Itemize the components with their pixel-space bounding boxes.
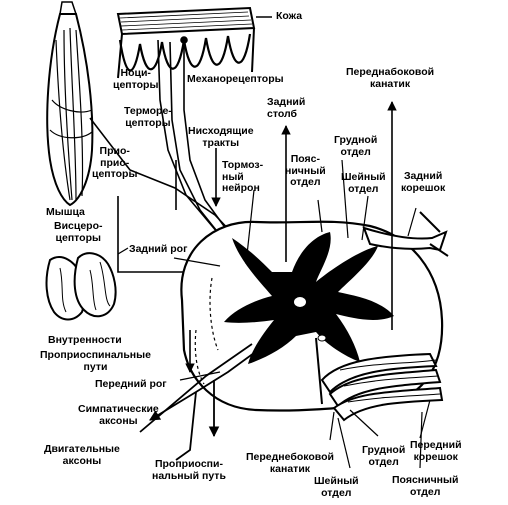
label-sympathetic-axons: Симпатические аксоны: [78, 403, 159, 427]
label-thoracic-bottom: Грудной отдел: [362, 444, 406, 468]
label-ventral-root: Передний корешок: [410, 439, 462, 463]
ventral-root-ribbons: [320, 352, 444, 422]
label-thermoreceptors: Терморе- цепторы: [124, 105, 172, 129]
label-cervical-top: Шейный отдел: [341, 171, 386, 195]
label-cervical-bottom: Шейный отдел: [314, 475, 359, 499]
label-descending-tracts: Нисходящие тракты: [188, 125, 254, 149]
label-visceroceptors: Висцеро- цепторы: [54, 220, 103, 244]
label-lumbar-bottom: Поясничный отдел: [392, 474, 459, 498]
ventral-axons: [139, 343, 259, 461]
label-propriospinal-path: Проприоспи- нальный путь: [152, 458, 226, 482]
label-dorsal-root: Задний корешок: [401, 170, 446, 194]
label-inhibitory-neuron: Тормоз- ный нейрон: [222, 159, 264, 194]
label-nociceptors: Ноци- цепторы: [113, 67, 159, 91]
label-propriospinal-paths: Проприоспинальные пути: [40, 349, 151, 373]
label-motor-axons: Двигательные аксоны: [44, 443, 120, 467]
label-anterolateral-funiculus-bottom: Переднебоковой канатик: [246, 451, 334, 475]
leader-lines: [117, 159, 431, 469]
muscle-drawing: [46, 1, 94, 207]
label-dorsal-column: Задний столб: [267, 96, 306, 120]
label-thoracic-top: Грудной отдел: [334, 134, 378, 158]
dorsal-root: [362, 211, 449, 257]
long-tract-arrows: [175, 101, 397, 373]
label-mechanoreceptors: Механорецепторы: [187, 73, 284, 85]
label-proprioceptors: Прио- прио- цепторы: [92, 145, 138, 180]
skin-block: [116, 6, 272, 79]
viscera-drawing: [45, 252, 117, 321]
label-skin: Кожа: [276, 10, 303, 22]
label-lumbar-top: Пояс- ничный отдел: [285, 153, 326, 188]
label-dorsal-horn: Задний рог: [129, 243, 188, 255]
label-ventral-horn: Передний рог: [95, 378, 167, 390]
label-anterolateral-funiculus-top: Переднабоковой канатик: [346, 66, 435, 90]
label-viscera: Внутренности: [48, 334, 122, 346]
label-muscle: Мышца: [46, 206, 85, 218]
